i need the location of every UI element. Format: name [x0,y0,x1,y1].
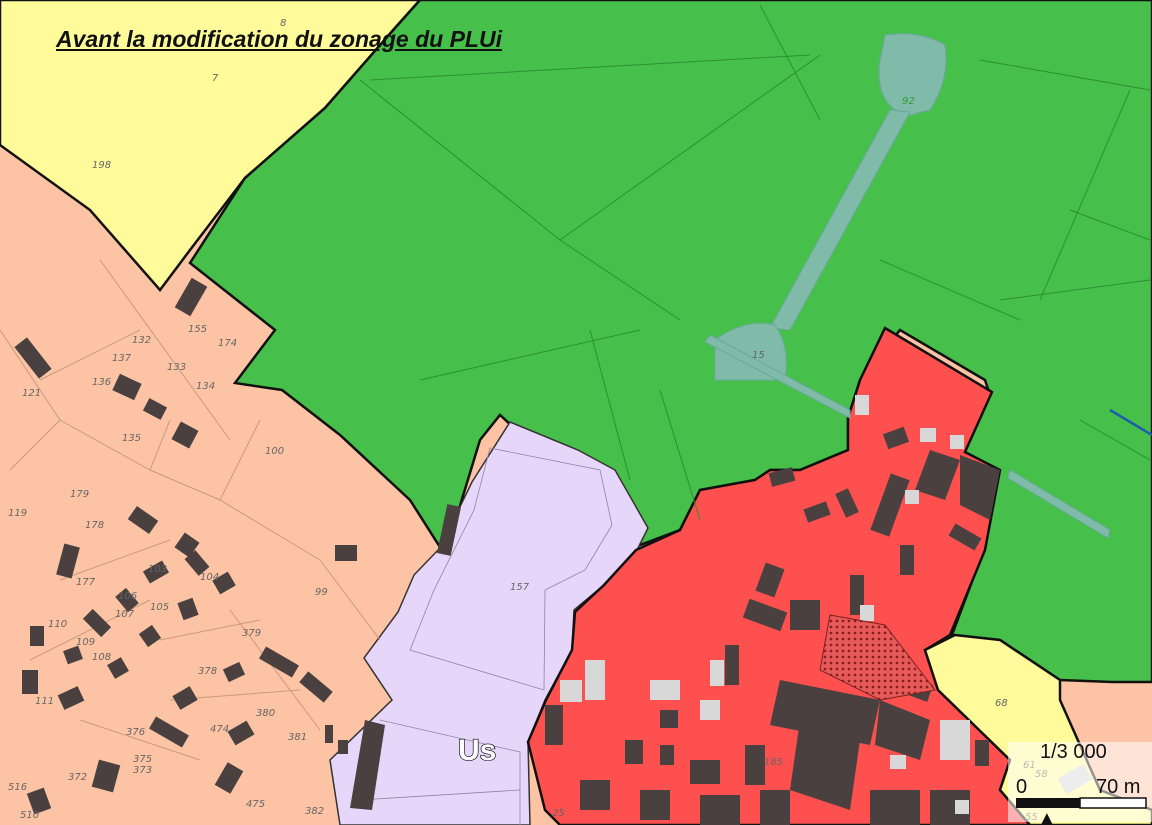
hatched-area [819,614,936,701]
svg-text:380: 380 [256,708,275,719]
svg-text:132: 132 [132,335,151,346]
svg-text:109: 109 [76,637,95,648]
svg-text:378: 378 [198,666,217,677]
parcel-lines-us [359,447,613,825]
svg-text:373: 373 [133,765,152,776]
svg-text:103: 103 [148,564,167,575]
svg-text:178: 178 [85,520,104,531]
svg-text:135: 135 [122,433,141,444]
north-arrow-glyph: ▲ [1036,806,1058,825]
svg-text:516: 516 [8,782,27,793]
svg-text:510: 510 [20,810,39,821]
svg-text:111: 111 [35,696,54,707]
svg-text:381: 381 [288,732,307,743]
svg-text:68: 68 [995,698,1008,709]
water-line [1109,408,1152,437]
svg-text:133: 133 [167,362,186,373]
svg-text:121: 121 [22,388,41,399]
svg-text:100: 100 [265,446,284,457]
svg-text:99: 99 [315,587,328,598]
lavender-zone-us[interactable] [329,421,649,825]
scale-end-label: 70 m [1096,776,1140,798]
svg-text:92: 92 [902,96,915,107]
svg-text:157: 157 [510,582,530,593]
svg-text:8: 8 [280,18,286,29]
svg-text:179: 179 [70,489,89,500]
svg-text:379: 379 [242,628,261,639]
parcel-labels: 8 7 198 92 155 174 132 137 133 134 136 1… [8,18,1048,823]
svg-text:108: 108 [92,652,111,663]
svg-text:174: 174 [218,338,237,349]
svg-text:119: 119 [8,508,27,519]
svg-text:372: 372 [68,772,87,783]
svg-text:15: 15 [752,350,765,361]
yellow-zone-southeast[interactable] [923,633,1152,825]
svg-text:198: 198 [92,160,111,171]
svg-text:185: 185 [764,757,783,768]
svg-text:105: 105 [150,602,169,613]
svg-text:475: 475 [246,799,265,810]
zone-label-us: Us [458,734,496,767]
scale-start-label: 0 [1016,776,1027,798]
svg-text:375: 375 [133,754,152,765]
svg-text:25: 25 [552,808,565,819]
map-title: Avant la modification du zonage du PLUi [56,26,502,52]
scale-ratio: 1/3 000 [1040,741,1107,763]
svg-text:110: 110 [48,619,67,630]
teal-road[interactable] [704,33,1111,539]
svg-text:107: 107 [115,609,135,620]
svg-text:134: 134 [196,381,215,392]
svg-text:106: 106 [118,591,137,602]
svg-text:155: 155 [188,324,207,335]
svg-text:137: 137 [112,353,132,364]
svg-text:104: 104 [200,572,219,583]
svg-text:177: 177 [76,577,96,588]
svg-text:136: 136 [92,377,111,388]
svg-text:382: 382 [305,806,324,817]
parcel-lines-green [359,4,1151,521]
svg-text:474: 474 [210,724,229,735]
svg-text:7: 7 [212,73,219,84]
svg-text:376: 376 [126,727,145,738]
scale-bar: 1/3 000 0 70 m ▲ [1008,741,1152,825]
